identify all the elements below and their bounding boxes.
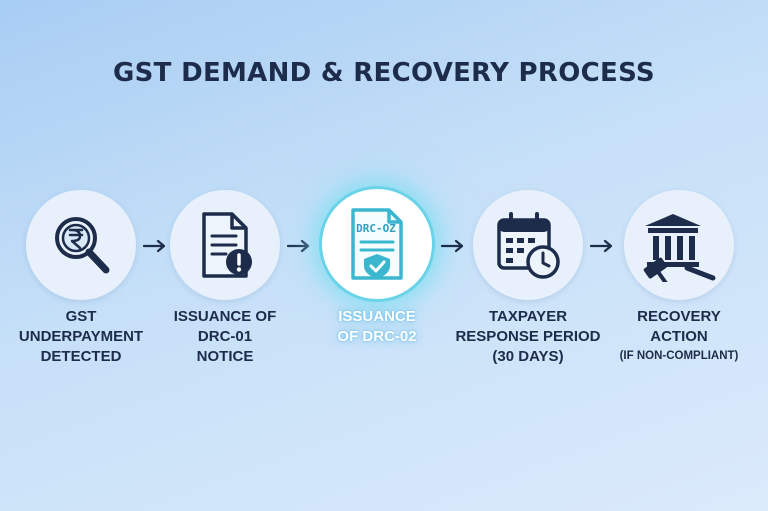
step-2-label: ISSUANCE OF DRC-01 NOTICE [145, 307, 305, 367]
step-1-label-line-2: UNDERPAYMENT [18, 328, 144, 345]
step-4-circle [473, 190, 583, 300]
step-1-label: GST UNDERPAYMENT DETECTED [1, 307, 161, 367]
step-5-label-line-1: RECOVERY [637, 308, 721, 325]
step-3-circle: DRC-OZ [319, 186, 435, 302]
step-4-label-line-2: RESPONSE PERIOD [455, 328, 601, 345]
calendar-clock-icon [497, 212, 560, 279]
step-2-label-line-1: ISSUANCE OF [173, 308, 277, 325]
step-5-label-line-3: (IF NON-COMPLIANT) [619, 350, 739, 362]
step-3-label: ISSUANCE OF DRC-02 [297, 307, 457, 347]
step-1-label-line-1: GST [65, 308, 97, 325]
step-5-circle [624, 190, 734, 300]
diagram-title: GST DEMAND & RECOVERY PROCESS [113, 58, 655, 88]
step-4-label-line-3: (30 DAYS) [492, 348, 564, 365]
step-1-circle [26, 190, 136, 300]
step-5-label-line-2: ACTION [650, 328, 708, 345]
arrow-right-icon [590, 239, 613, 253]
icon-doc-label: DRC-OZ [356, 222, 396, 235]
magnifier-rupee-icon [55, 217, 110, 274]
step-4-label-line-1: TAXPAYER [488, 308, 568, 325]
court-gavel-icon [643, 214, 716, 282]
step-1-label-line-3: DETECTED [40, 348, 122, 365]
step-3-label-line-2: OF DRC-02 [337, 328, 417, 345]
step-2-circle [170, 190, 280, 300]
arrow-right-icon [287, 239, 310, 253]
step-3-label-line-1: ISSUANCE [338, 308, 416, 325]
step-5-label: RECOVERY ACTION (IF NON-COMPLIANT) [599, 307, 759, 365]
document-alert-icon [202, 212, 252, 278]
step-2-label-line-3: NOTICE [196, 348, 254, 365]
step-4-label: TAXPAYER RESPONSE PERIOD (30 DAYS) [448, 307, 608, 367]
document-shield-icon: DRC-OZ [351, 208, 403, 280]
step-2-label-line-2: DRC-01 [197, 328, 253, 345]
arrow-right-icon [441, 239, 464, 253]
arrow-right-icon [143, 239, 166, 253]
